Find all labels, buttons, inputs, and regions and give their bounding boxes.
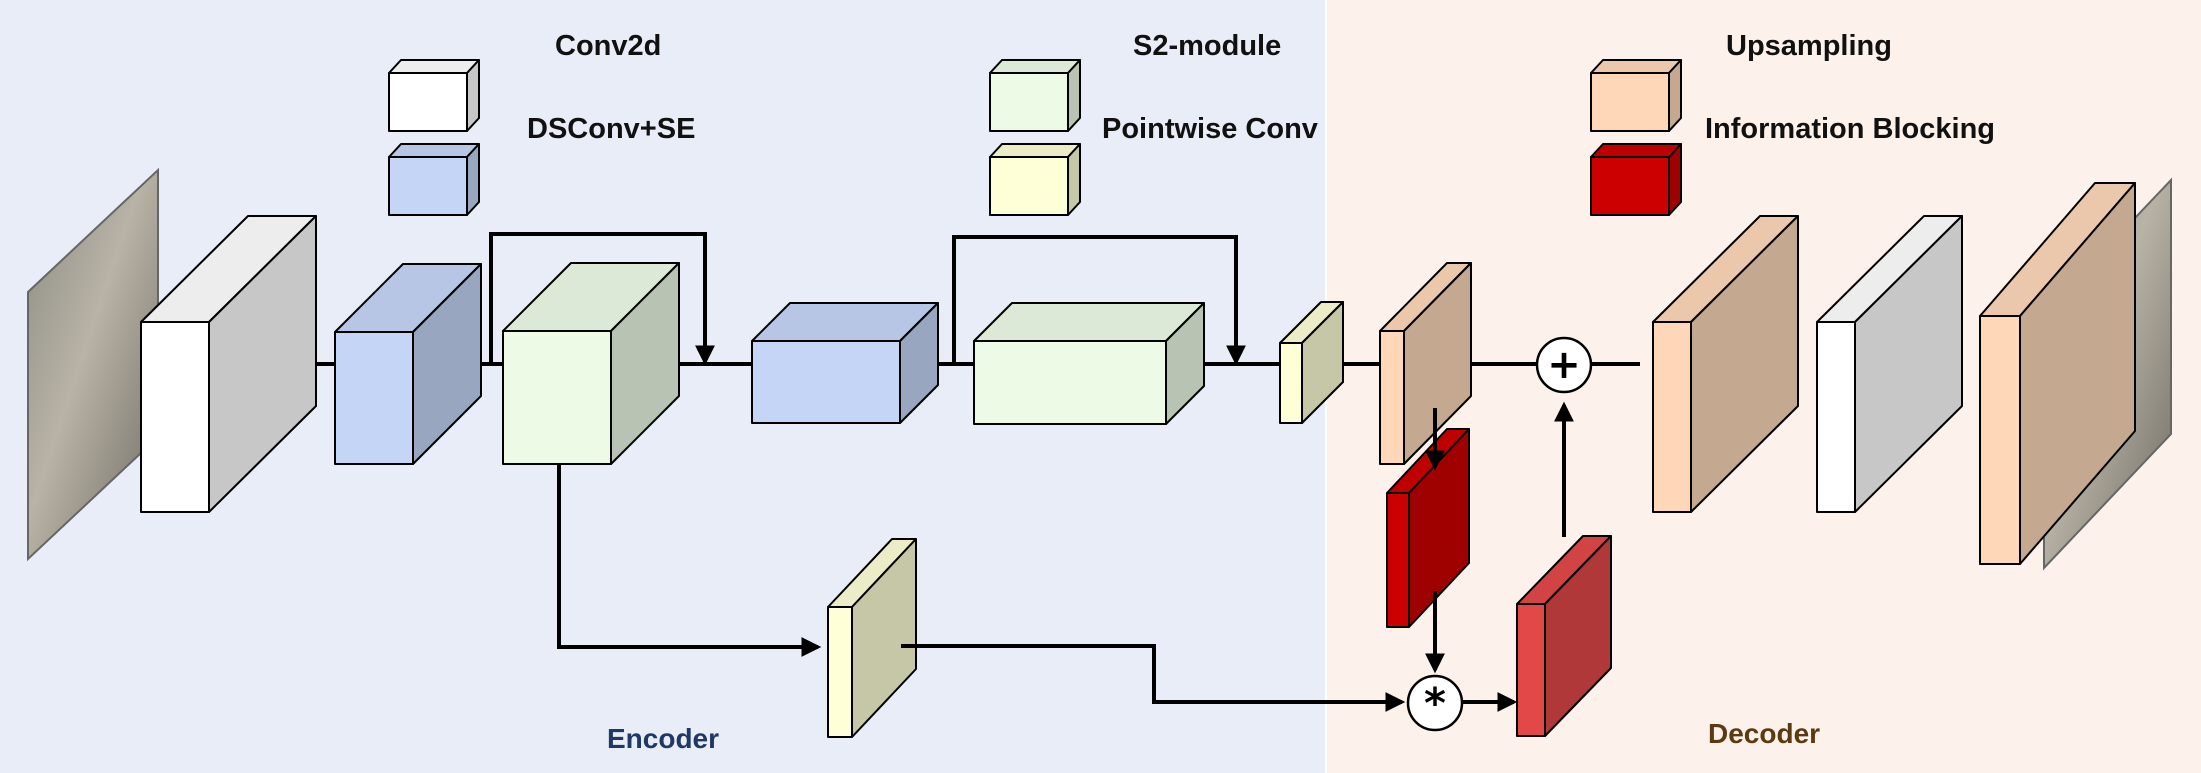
pointwise-conv-block-2 (827, 538, 917, 738)
legend-swatch-conv2d (388, 59, 480, 132)
skip-connection-2 (952, 235, 1246, 366)
legend-swatch-upsampling-front-face (1590, 72, 1670, 132)
legend-label-information-blocking: Information Blocking (1705, 113, 1995, 145)
operators-layer: +* (1406, 336, 1593, 732)
dsconv-se-block-1 (334, 263, 482, 465)
decoder-label: Decoder (1708, 718, 1821, 749)
legend-label-pointwise-conv: Pointwise Conv (1102, 113, 1318, 145)
pointwise-conv-block-1-front-face (1279, 342, 1303, 424)
output-upsampling-block (1979, 182, 2136, 565)
multiply-operator-symbol: * (1424, 679, 1446, 728)
legend-swatch-upsampling-top-face (1590, 59, 1682, 74)
legend-label-upsampling: Upsampling (1726, 30, 1892, 62)
legend-swatch-info-block (1590, 143, 1682, 216)
legend-swatch-pointwise-top-face (989, 143, 1081, 158)
legend-swatch-pointwise-side-face (1067, 143, 1081, 216)
legend-swatch-s2-module-top-face (989, 59, 1081, 74)
encoder-label: Encoder (607, 723, 720, 754)
conv2d-block-2-front-face (1816, 321, 1856, 513)
legend-swatch-dsconv-se-top-face (388, 143, 480, 158)
upsampling-block-1-front-face (1379, 330, 1405, 465)
dsconv-se-block-1-front-face (334, 331, 414, 465)
legend-swatch-s2-module-side-face (1067, 59, 1081, 132)
pointwise-conv-block-2-front-face (827, 606, 853, 738)
arrows-layer (489, 232, 1574, 712)
legend-label-conv2d: Conv2d (555, 30, 662, 62)
legend-label-s2-module: S2-module (1133, 30, 1282, 62)
add-operator: + (1535, 336, 1593, 394)
multiply-operator: * (1406, 674, 1464, 732)
legend-label-dsconv-se: DSConv+SE (527, 113, 696, 145)
information-blocking-output-block-front-face (1516, 603, 1546, 737)
multiply-operator-circle (1406, 674, 1464, 732)
legend-swatch-s2-module (989, 59, 1081, 132)
upsampling-block-1 (1379, 262, 1472, 465)
legend-swatch-upsampling-side-face (1668, 59, 1682, 132)
legend-layer (388, 59, 1682, 216)
add-operator-circle (1535, 336, 1593, 394)
input-photo (27, 167, 159, 562)
conv2d-block-1 (140, 215, 317, 513)
information-blocking-block-front-face (1386, 492, 1410, 628)
input-photo-frame (27, 167, 159, 562)
legend-swatch-dsconv-se-side-face (466, 143, 480, 216)
information-blocking-output-block (1516, 535, 1612, 737)
s2-module-block-2 (973, 302, 1205, 425)
conv2d-block-1-front-face (140, 321, 210, 513)
legend-swatch-s2-module-front-face (989, 72, 1069, 132)
legend-swatch-upsampling (1590, 59, 1682, 132)
dsconv-se-block-2 (751, 302, 939, 424)
legend-swatch-conv2d-side-face (466, 59, 480, 132)
dsconv-se-block-2-front-face (751, 340, 901, 424)
legend-swatch-info-block-top-face (1590, 143, 1682, 158)
s2-module-block-2-top-face (973, 302, 1205, 342)
s2-module-block-1-front-face (502, 330, 612, 465)
blocks-layer (140, 182, 2136, 738)
legend-swatch-conv2d-front-face (388, 72, 468, 132)
pointwise-conv-block-1 (1279, 301, 1344, 424)
s2-module-block-1 (502, 262, 680, 465)
pointwise-to-multiply-arrow (901, 644, 1406, 712)
encoder-branch-arrow (557, 464, 822, 657)
conv2d-block-2 (1816, 215, 1963, 513)
upsampling-block-2-front-face (1652, 321, 1692, 513)
output-upsampling-block-front-face (1979, 315, 2021, 565)
legend-swatch-conv2d-top-face (388, 59, 480, 74)
add-operator-symbol: + (1547, 342, 1581, 388)
legend-swatch-info-block-side-face (1668, 143, 1682, 216)
legend-swatch-pointwise (989, 143, 1081, 216)
legend-swatch-dsconv-se (388, 143, 480, 216)
s2-module-block-2-front-face (973, 340, 1167, 425)
legend-swatch-pointwise-front-face (989, 156, 1069, 216)
upsampling-block-2 (1652, 215, 1799, 513)
legend-swatch-info-block-front-face (1590, 156, 1670, 216)
skip-connection-1 (489, 232, 715, 366)
legend-swatch-dsconv-se-front-face (388, 156, 468, 216)
